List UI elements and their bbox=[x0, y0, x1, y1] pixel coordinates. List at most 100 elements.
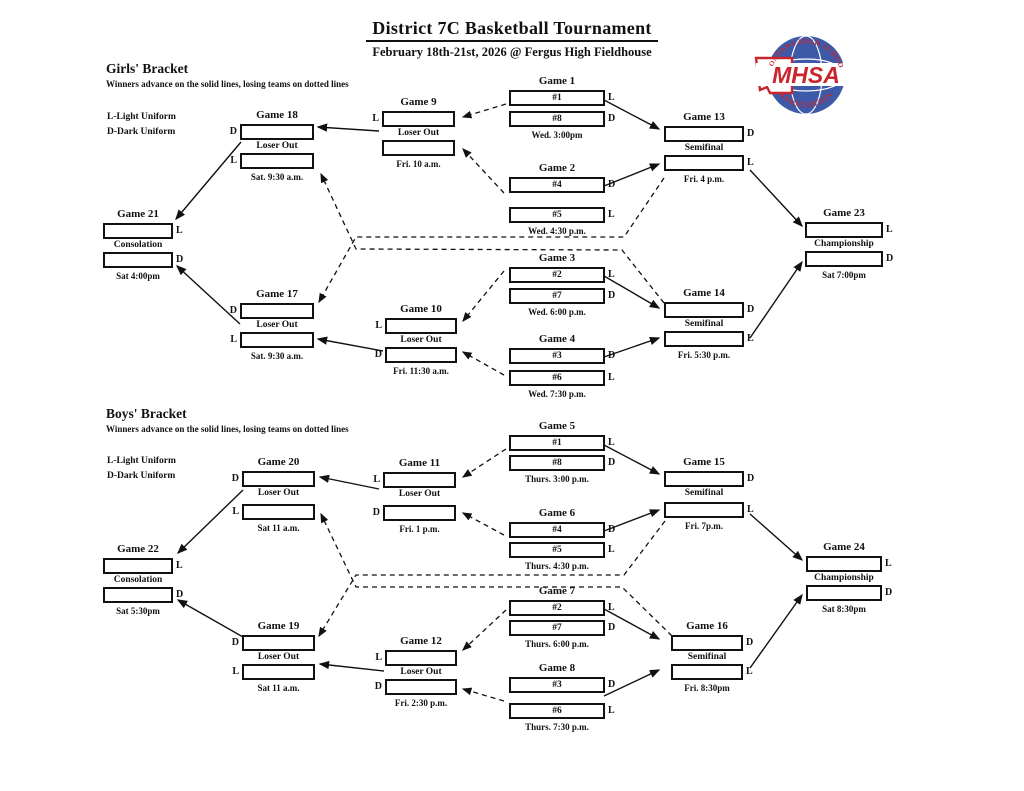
uniform-letter: L bbox=[608, 209, 615, 220]
team-slot: D#7 bbox=[509, 620, 619, 636]
uniform-letter: L bbox=[608, 372, 615, 383]
team-box: #6 bbox=[509, 370, 605, 386]
team-box bbox=[664, 126, 744, 142]
team-slot: L bbox=[805, 222, 897, 238]
game-time: Sat 11 a.m. bbox=[257, 683, 300, 693]
game-20: Game 20 D Loser Out L Sat 11 a.m. bbox=[228, 456, 315, 533]
game-time: Thurs. 7:30 p.m. bbox=[525, 722, 589, 732]
team-slot: D bbox=[371, 679, 457, 695]
team-slot: L bbox=[228, 504, 315, 520]
uniform-letter: L bbox=[176, 225, 183, 236]
team-slot: L bbox=[103, 223, 187, 239]
team-slot: D#7 bbox=[509, 288, 619, 304]
game-title: Game 12 bbox=[400, 635, 442, 647]
team-slot bbox=[368, 140, 455, 156]
uniform-letter: D bbox=[608, 179, 616, 190]
uniform-letter: L bbox=[375, 320, 382, 331]
team-box: #8 bbox=[509, 455, 605, 471]
game-label: Semifinal bbox=[684, 319, 724, 329]
girls-bracket-note: Winners advance on the solid lines, losi… bbox=[106, 79, 349, 89]
legend-light-uniform: L-Light Uniform bbox=[107, 456, 176, 466]
team-slot: D bbox=[228, 635, 315, 651]
game-6: Game 6 D#4 L#5 Thurs. 4:30 p.m. bbox=[509, 507, 619, 571]
uniform-letter: L bbox=[885, 558, 892, 569]
girls-bracket-header: Girls' Bracket Winners advance on the so… bbox=[106, 61, 349, 89]
game-time: Sat 11 a.m. bbox=[257, 523, 300, 533]
team-slot: D bbox=[371, 347, 457, 363]
uniform-letter: D bbox=[229, 126, 237, 137]
team-slot: D bbox=[228, 471, 315, 487]
team-box bbox=[383, 472, 456, 488]
game-time: Sat. 9:30 a.m. bbox=[250, 172, 304, 182]
team-box bbox=[242, 635, 315, 651]
game-time: Sat 4:00pm bbox=[116, 271, 160, 281]
uniform-letter: D bbox=[176, 254, 184, 265]
game-time: Fri. 4 p.m. bbox=[683, 174, 725, 184]
uniform-letter: D bbox=[747, 304, 755, 315]
game-14: Game 14 D Semifinal L Fri. 5:30 p.m. bbox=[664, 287, 758, 360]
team-slot: L bbox=[103, 558, 187, 574]
game-3: Game 3 L#2 D#7 Wed. 6:00 p.m. bbox=[509, 252, 619, 317]
team-slot: L#5 bbox=[509, 542, 619, 558]
uniform-letter: D bbox=[608, 524, 616, 535]
uniform-letter: L bbox=[230, 334, 237, 345]
uniform-letter: D bbox=[608, 622, 616, 633]
team-box: #2 bbox=[509, 600, 605, 616]
uniform-letter: D bbox=[374, 681, 382, 692]
game-label: Loser Out bbox=[398, 489, 441, 499]
game-title: Game 9 bbox=[400, 96, 437, 108]
game-title: Game 5 bbox=[538, 420, 576, 432]
team-box bbox=[664, 471, 744, 487]
game-time: Fri. 11:30 a.m. bbox=[393, 366, 449, 376]
team-box bbox=[383, 505, 456, 521]
team-box bbox=[103, 558, 173, 574]
uniform-letter: L bbox=[608, 92, 615, 103]
team-box bbox=[242, 664, 315, 680]
team-slot: L bbox=[228, 664, 315, 680]
uniform-letter: L bbox=[608, 705, 615, 716]
team-slot: D bbox=[226, 124, 314, 140]
game-title: Game 19 bbox=[257, 620, 300, 632]
game-title: Game 2 bbox=[538, 162, 576, 174]
game-title: Game 20 bbox=[257, 456, 300, 468]
team-slot: L bbox=[368, 111, 455, 127]
uniform-letter: L bbox=[747, 157, 754, 168]
uniform-letter: L bbox=[886, 224, 893, 235]
team-box: #3 bbox=[509, 348, 605, 364]
game-time: Fri. 10 a.m. bbox=[396, 159, 441, 169]
game-16: Game 16 D Semifinal L Fri. 8:30pm bbox=[671, 620, 757, 693]
team-box: #2 bbox=[509, 267, 605, 283]
game-time: Sat. 9:30 a.m. bbox=[250, 351, 304, 361]
team-slot: D bbox=[103, 252, 187, 268]
page-header: District 7C Basketball Tournament Februa… bbox=[0, 18, 1024, 60]
team-slot: D#3 bbox=[509, 348, 619, 364]
uniform-letter: L bbox=[747, 504, 754, 515]
team-box bbox=[385, 679, 457, 695]
uniform-letter: D bbox=[608, 350, 616, 361]
game-title: Game 18 bbox=[256, 109, 298, 121]
game-24: Game 24 L Championship D Sat 8:30pm bbox=[806, 541, 896, 614]
team-slot: D#4 bbox=[509, 522, 619, 538]
uniform-letter: D bbox=[372, 507, 380, 518]
team-box bbox=[664, 502, 744, 518]
game-1: Game 1 L#1 D#8 Wed. 3:00pm bbox=[509, 75, 619, 140]
game-time: Thurs. 6:00 p.m. bbox=[525, 639, 589, 649]
team-box bbox=[671, 664, 743, 680]
team-slot: D bbox=[226, 303, 314, 319]
game-time: Wed. 7:30 p.m. bbox=[528, 389, 586, 399]
team-box: #7 bbox=[509, 288, 605, 304]
team-box bbox=[806, 556, 882, 572]
uniform-letter: L bbox=[608, 602, 615, 613]
legend-dark-uniform: D-Dark Uniform bbox=[107, 127, 176, 137]
game-label: Loser Out bbox=[257, 488, 300, 498]
game-4: Game 4 D#3 L#6 Wed. 7:30 p.m. bbox=[509, 333, 619, 399]
uniform-letter: D bbox=[176, 589, 184, 600]
team-slot: D bbox=[671, 635, 757, 651]
girls-uniform-legend: L-Light Uniform D-Dark Uniform bbox=[107, 110, 176, 140]
game-title: Game 24 bbox=[823, 541, 865, 553]
girls-bracket-title: Girls' Bracket bbox=[106, 61, 189, 76]
team-box bbox=[385, 318, 457, 334]
team-slot: L#1 bbox=[509, 435, 619, 451]
uniform-letter bbox=[368, 140, 382, 156]
